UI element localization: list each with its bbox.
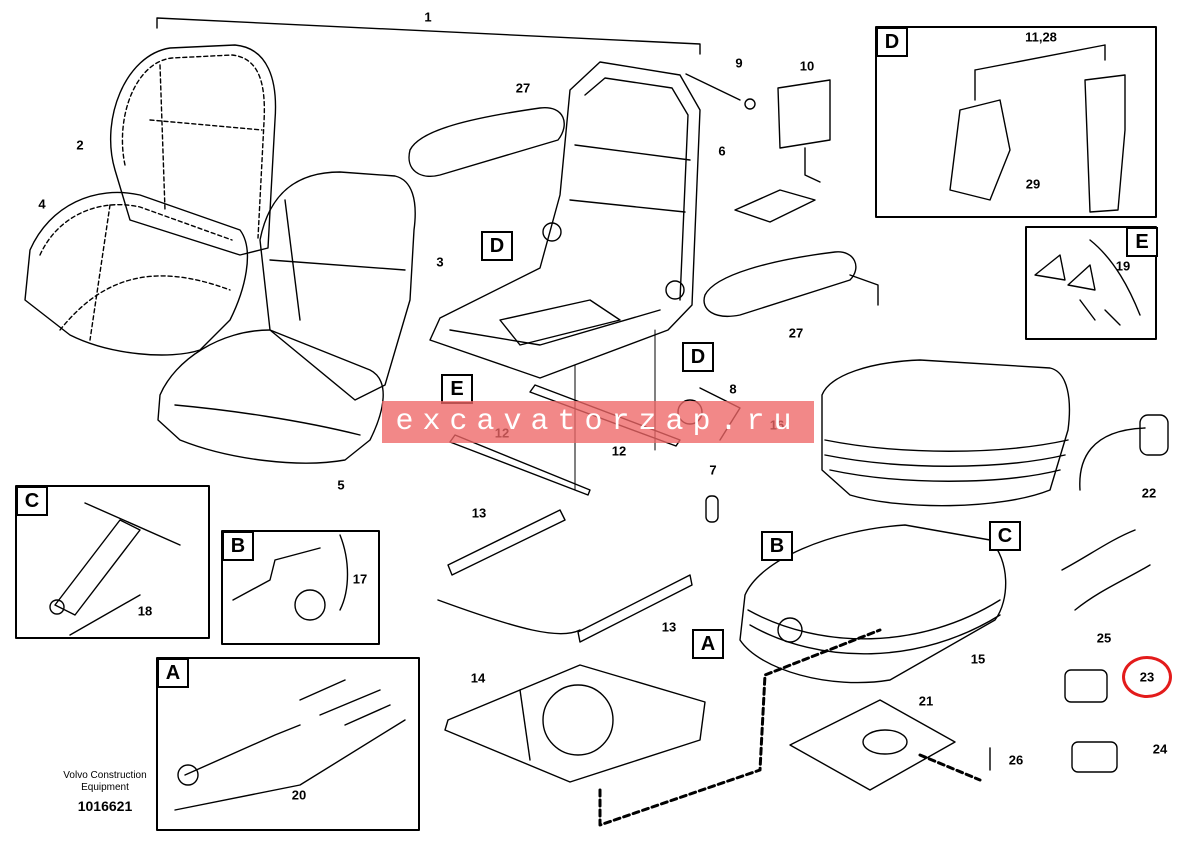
- brand-line-1: Volvo Construction: [63, 770, 147, 781]
- seat-frame-6: [429, 61, 701, 379]
- bracket-18: [69, 594, 141, 636]
- seat-cover-back-2: [110, 44, 277, 256]
- callout-25: 25: [1096, 630, 1112, 646]
- connector-line: [598, 628, 882, 827]
- cushion-16: [821, 359, 1071, 507]
- inset-label-c: C: [16, 486, 48, 516]
- brand-line-2: Equipment: [81, 782, 129, 793]
- plate-21: [789, 699, 956, 791]
- callout-4: 4: [38, 196, 46, 212]
- callout-13b: 13: [661, 619, 677, 635]
- callout-10: 10: [799, 58, 815, 74]
- callout-19: 19: [1115, 258, 1131, 274]
- callout-5: 5: [337, 477, 345, 493]
- callout-14: 14: [470, 670, 486, 686]
- inset-label-d: D: [876, 27, 908, 57]
- inset-label-e: E: [1126, 227, 1158, 257]
- callout-18: 18: [137, 603, 153, 619]
- ref-label-a1: A: [692, 629, 724, 659]
- inset-label-b: B: [222, 531, 254, 561]
- inset-box-b: [221, 530, 380, 645]
- callout-27a: 27: [515, 80, 531, 96]
- valve-23: [1064, 669, 1108, 703]
- base-plate-14: [444, 664, 706, 783]
- callout-15: 15: [970, 651, 986, 667]
- ref-label-d1: D: [481, 231, 513, 261]
- callout-22: 22: [1141, 485, 1157, 501]
- callout-11-28: 11,28: [1025, 29, 1057, 45]
- callout-3: 3: [436, 254, 444, 270]
- bracket-20: [174, 719, 406, 811]
- footer: Volvo Construction Equipment 1016621: [50, 770, 160, 814]
- switch-24: [1071, 741, 1118, 773]
- group-bracket: [156, 17, 701, 55]
- seat-upholstery-3-5: [157, 171, 416, 464]
- callout-29: 29: [1025, 176, 1041, 192]
- callout-17: 17: [352, 571, 368, 587]
- callout-6: 6: [718, 143, 726, 159]
- figure-number: 1016621: [77, 798, 133, 814]
- watermark: excavatorzap.ru: [382, 401, 814, 443]
- screw-9: [685, 73, 741, 101]
- callout-26: 26: [1008, 752, 1024, 768]
- inset-box-e: [1025, 226, 1157, 340]
- pin-7: [705, 495, 719, 523]
- inset-box-a: [156, 657, 420, 831]
- inset-label-a: A: [157, 658, 189, 688]
- callout-24: 24: [1152, 741, 1168, 757]
- inset-box-d: [875, 26, 1157, 218]
- callout-13a: 13: [471, 505, 487, 521]
- runner-13: [437, 509, 693, 643]
- callout-12b: 12: [611, 443, 627, 459]
- armrest-27: [408, 107, 879, 317]
- callout-9: 9: [735, 55, 743, 71]
- callout-20: 20: [291, 787, 307, 803]
- sensor-22: [1079, 427, 1146, 491]
- ref-label-c1: C: [989, 521, 1021, 551]
- suspension-base-15: [739, 524, 1007, 684]
- callout-8: 8: [729, 381, 737, 397]
- callout-27b: 27: [788, 325, 804, 341]
- ref-label-b1: B: [761, 531, 793, 561]
- seat-cover-cushion-4: [24, 191, 248, 356]
- highlight-ring: [1122, 656, 1172, 698]
- label-plate-10: [734, 79, 831, 223]
- callout-1: 1: [424, 9, 432, 25]
- callout-21: 21: [918, 693, 934, 709]
- callout-7: 7: [709, 462, 717, 478]
- inset-box-c: [15, 485, 210, 639]
- callout-2: 2: [76, 137, 84, 153]
- ref-label-d2: D: [682, 342, 714, 372]
- harness-25: [1061, 529, 1151, 611]
- ref-label-e1: E: [441, 374, 473, 404]
- bracket-17: [339, 534, 349, 611]
